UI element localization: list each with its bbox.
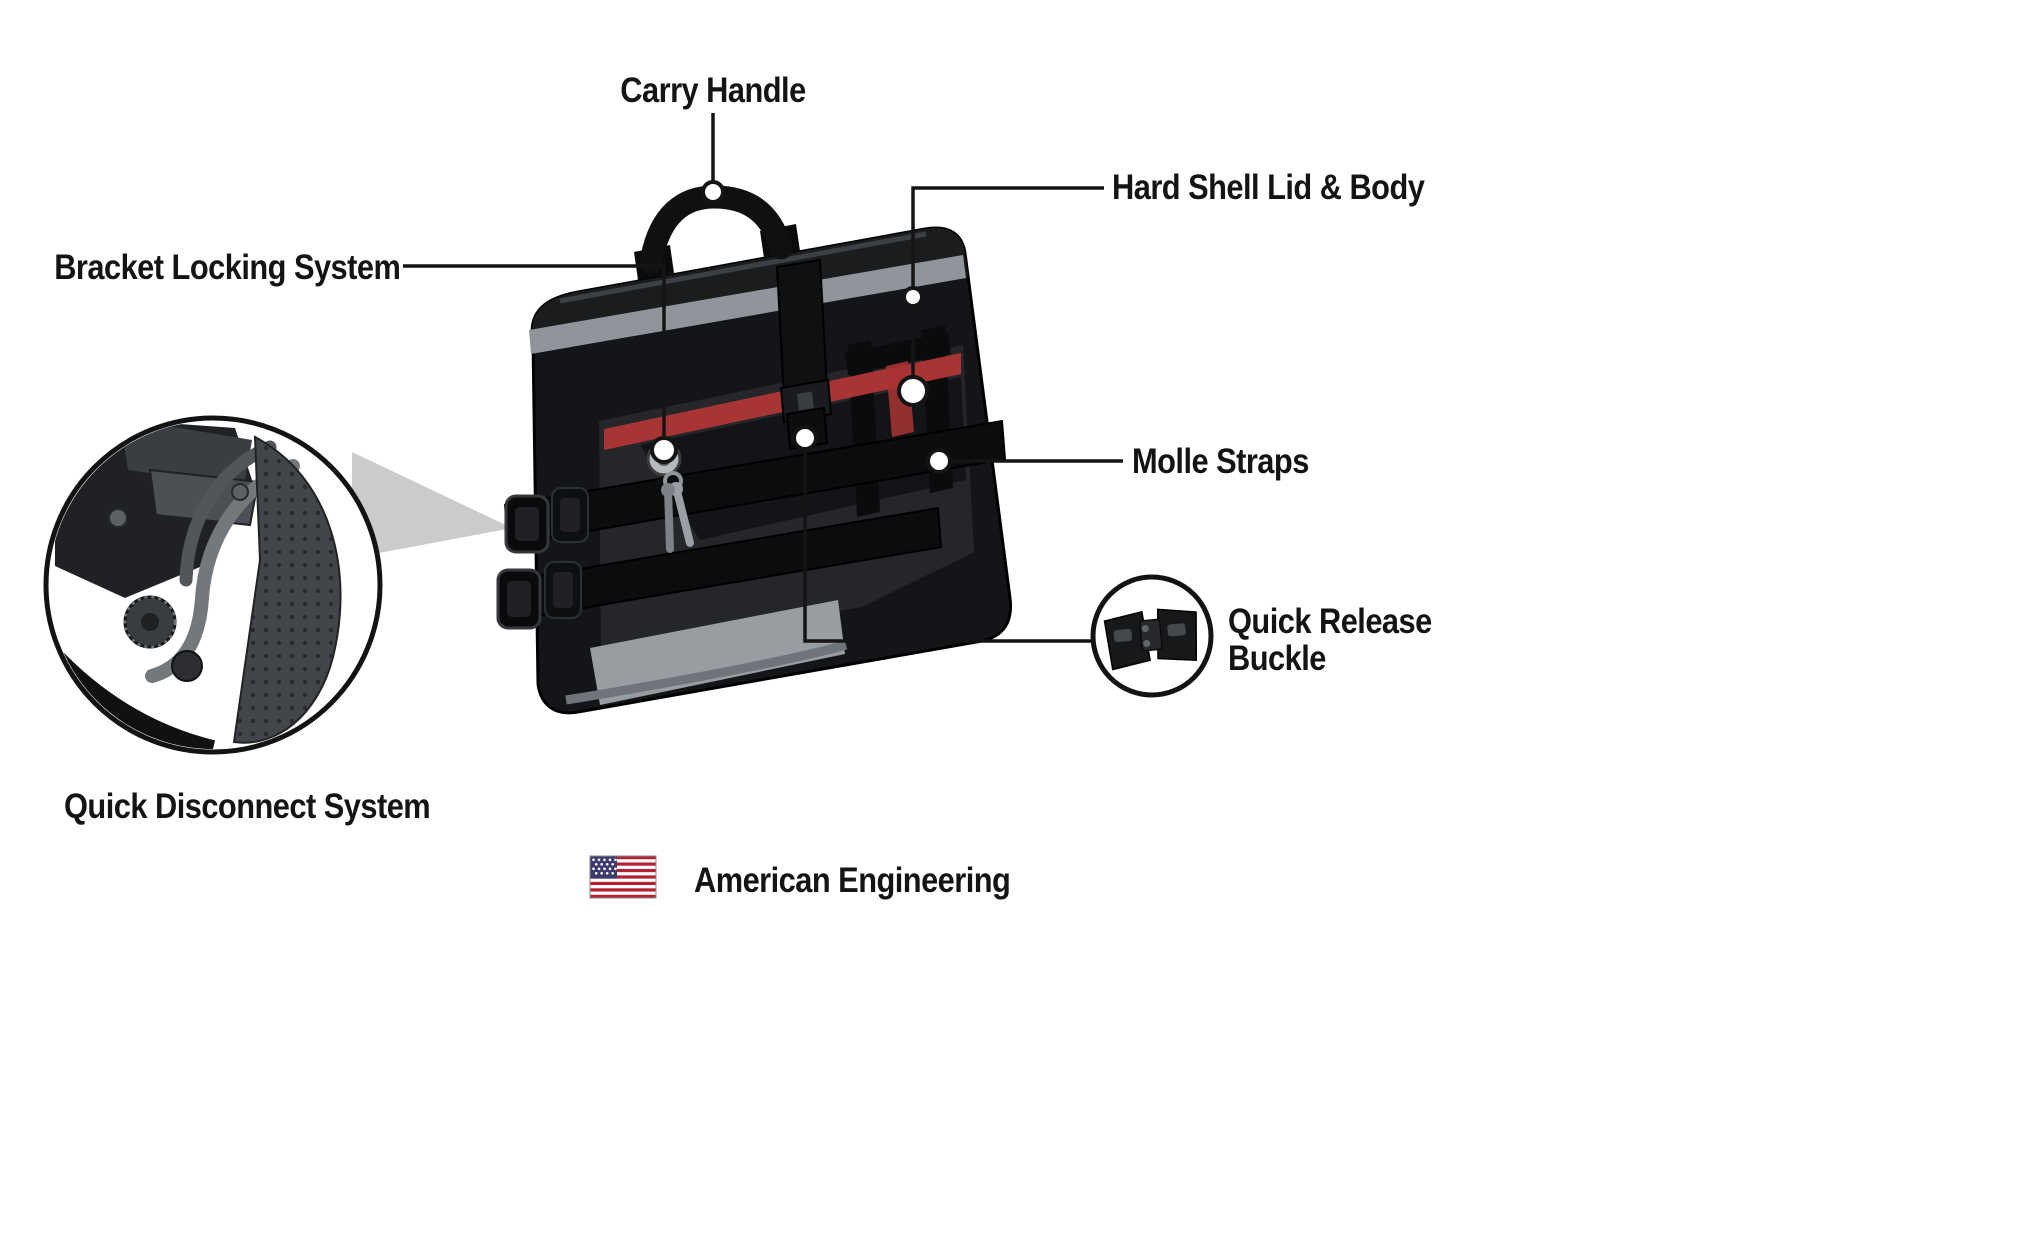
quick-release-callout-line	[803, 449, 1091, 643]
hard-shell-marker-small	[902, 286, 924, 308]
key-icon	[664, 485, 674, 553]
quick-release-marker	[792, 425, 818, 451]
carry-handle-marker	[701, 180, 725, 204]
bottom-gray-panel	[590, 600, 845, 705]
quick-release-label-line2-wrap: Buckle	[1228, 640, 1460, 677]
mount-bracket-upper	[120, 421, 252, 486]
knob-center	[141, 613, 159, 631]
key-icon	[672, 483, 694, 547]
strap-keeper-slot	[507, 581, 531, 617]
carry-handle-label: Carry Handle	[608, 71, 819, 111]
perforation-dots	[234, 437, 341, 743]
quick-disconnect-inset	[43, 415, 383, 755]
molle-straps-label-text: Molle Straps	[1132, 442, 1309, 481]
carry-handle-label-text: Carry Handle	[620, 71, 806, 110]
hard-shell-callout-line	[911, 186, 1104, 377]
buckle-slot	[1167, 623, 1186, 637]
flag-border	[589, 855, 657, 899]
bracket-locking-marker	[650, 436, 678, 464]
silver-trim-band	[529, 255, 966, 354]
strap-keeper-slot	[560, 498, 580, 532]
quick-release-label-line2: Buckle	[1228, 639, 1326, 678]
buckle-icon	[1103, 608, 1198, 671]
disconnect-bar-shadow	[179, 440, 277, 587]
molle-strap-lower	[496, 506, 943, 630]
bottom-trim	[565, 640, 848, 705]
callout-lines	[403, 113, 1123, 643]
buckle-center	[1139, 618, 1163, 652]
bracket-locking-label-text: Bracket Locking System	[53, 248, 401, 287]
center-strap	[775, 258, 829, 399]
zoom-wedge	[352, 452, 512, 558]
buckle-clasp	[797, 391, 814, 411]
hard-shell-label-text: Hard Shell Lid & Body	[1112, 168, 1425, 207]
saddlebag-illustration	[496, 185, 1013, 715]
key-head	[661, 483, 675, 497]
molle-straps-marker	[926, 448, 952, 474]
buckle-slot	[1113, 629, 1133, 643]
hard-shell-marker-large	[897, 375, 929, 407]
quick-release-label-line1-wrap: Quick Release	[1228, 603, 1460, 640]
strap-keeper-slot	[515, 507, 539, 541]
quick-release-label-line1: Quick Release	[1228, 602, 1432, 641]
screw-icon	[231, 483, 249, 501]
lid-highlight	[559, 231, 927, 304]
molle-strap-upper	[503, 419, 1007, 554]
molle-straps-label: Molle Straps	[1132, 442, 1333, 482]
buckle-pin	[1143, 639, 1151, 647]
strap-keeper-slot	[553, 572, 573, 608]
quick-release-buckle-label: Quick Release Buckle	[1228, 603, 1460, 677]
buckle-pin	[1141, 625, 1149, 633]
quick-disconnect-label: Quick Disconnect System	[64, 787, 480, 827]
american-engineering-label-text: American Engineering	[694, 861, 1011, 900]
quick-release-buckle-inset	[1090, 574, 1214, 698]
hard-shell-label: Hard Shell Lid & Body	[1112, 168, 1467, 208]
bracket-locking-callout-line	[403, 264, 666, 438]
quick-disconnect-label-text: Quick Disconnect System	[64, 787, 431, 826]
us-flag-icon	[589, 855, 657, 899]
knob-ridges	[123, 595, 177, 649]
disconnect-knob-small	[171, 650, 203, 682]
bracket-locking-label: Bracket Locking System	[7, 248, 401, 288]
american-engineering-label: American Engineering	[694, 861, 1053, 901]
screw-icon	[108, 508, 128, 528]
flag-stars	[592, 858, 617, 875]
